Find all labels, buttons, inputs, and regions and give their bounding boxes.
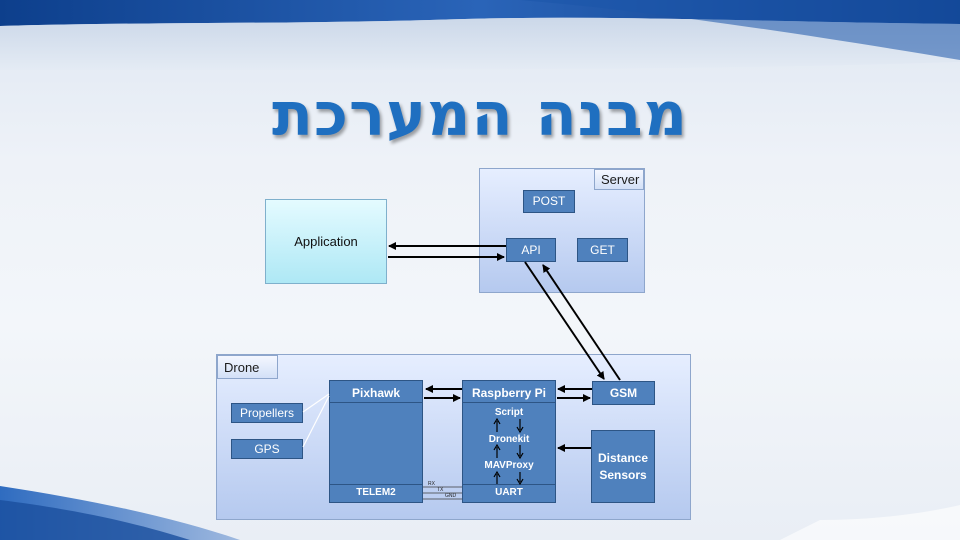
pixhawk-label: Pixhawk	[351, 386, 401, 400]
uart-label: UART	[495, 487, 523, 498]
application-box: Application	[265, 199, 387, 284]
pixhawk-divider	[329, 402, 423, 403]
raspberry-pi-label: Raspberry Pi	[471, 386, 547, 400]
script-label: Script	[494, 407, 524, 418]
distance-sensors-line1: Distance	[597, 451, 649, 465]
drone-label: Drone	[217, 355, 278, 379]
propellers-box: Propellers	[231, 403, 303, 423]
get-endpoint-box: GET	[577, 238, 628, 262]
api-box: API	[506, 238, 556, 262]
uart-divider	[462, 484, 556, 485]
distance-sensors-line2: Sensors	[599, 468, 647, 482]
telem2-label: TELEM2	[356, 487, 396, 498]
gsm-to-api-arrow	[542, 264, 621, 381]
raspberry-pi-box	[462, 380, 556, 503]
server-label: Server	[594, 169, 644, 190]
mavproxy-uart-up-head	[493, 470, 501, 478]
mavproxy-label: MAVProxy	[484, 460, 534, 471]
pin-gnd-label: GND	[445, 493, 457, 499]
dronekit-mavproxy-down-head	[516, 452, 524, 460]
pin-tx-label: TX	[437, 487, 444, 493]
gps-link	[302, 395, 330, 448]
distance-sensors-box: Distance Sensors	[591, 430, 655, 503]
api-to-gsm-arrow	[524, 261, 605, 380]
slide-title: מבנה המערכת	[272, 80, 688, 150]
pin-rx-label: RX	[428, 481, 435, 487]
dronekit-mavproxy-up-head	[493, 443, 501, 451]
propellers-link	[302, 393, 330, 413]
script-dronekit-down-head	[516, 426, 524, 434]
gps-box: GPS	[231, 439, 303, 459]
script-dronekit-up-head	[493, 417, 501, 425]
mavproxy-uart-down-head	[516, 478, 524, 486]
telem2-divider	[329, 484, 423, 485]
raspberry-pi-divider	[462, 402, 556, 403]
gsm-box: GSM	[592, 381, 655, 405]
post-endpoint-box: POST	[523, 190, 575, 213]
dronekit-label: Dronekit	[488, 434, 530, 445]
pixhawk-box	[329, 380, 423, 503]
